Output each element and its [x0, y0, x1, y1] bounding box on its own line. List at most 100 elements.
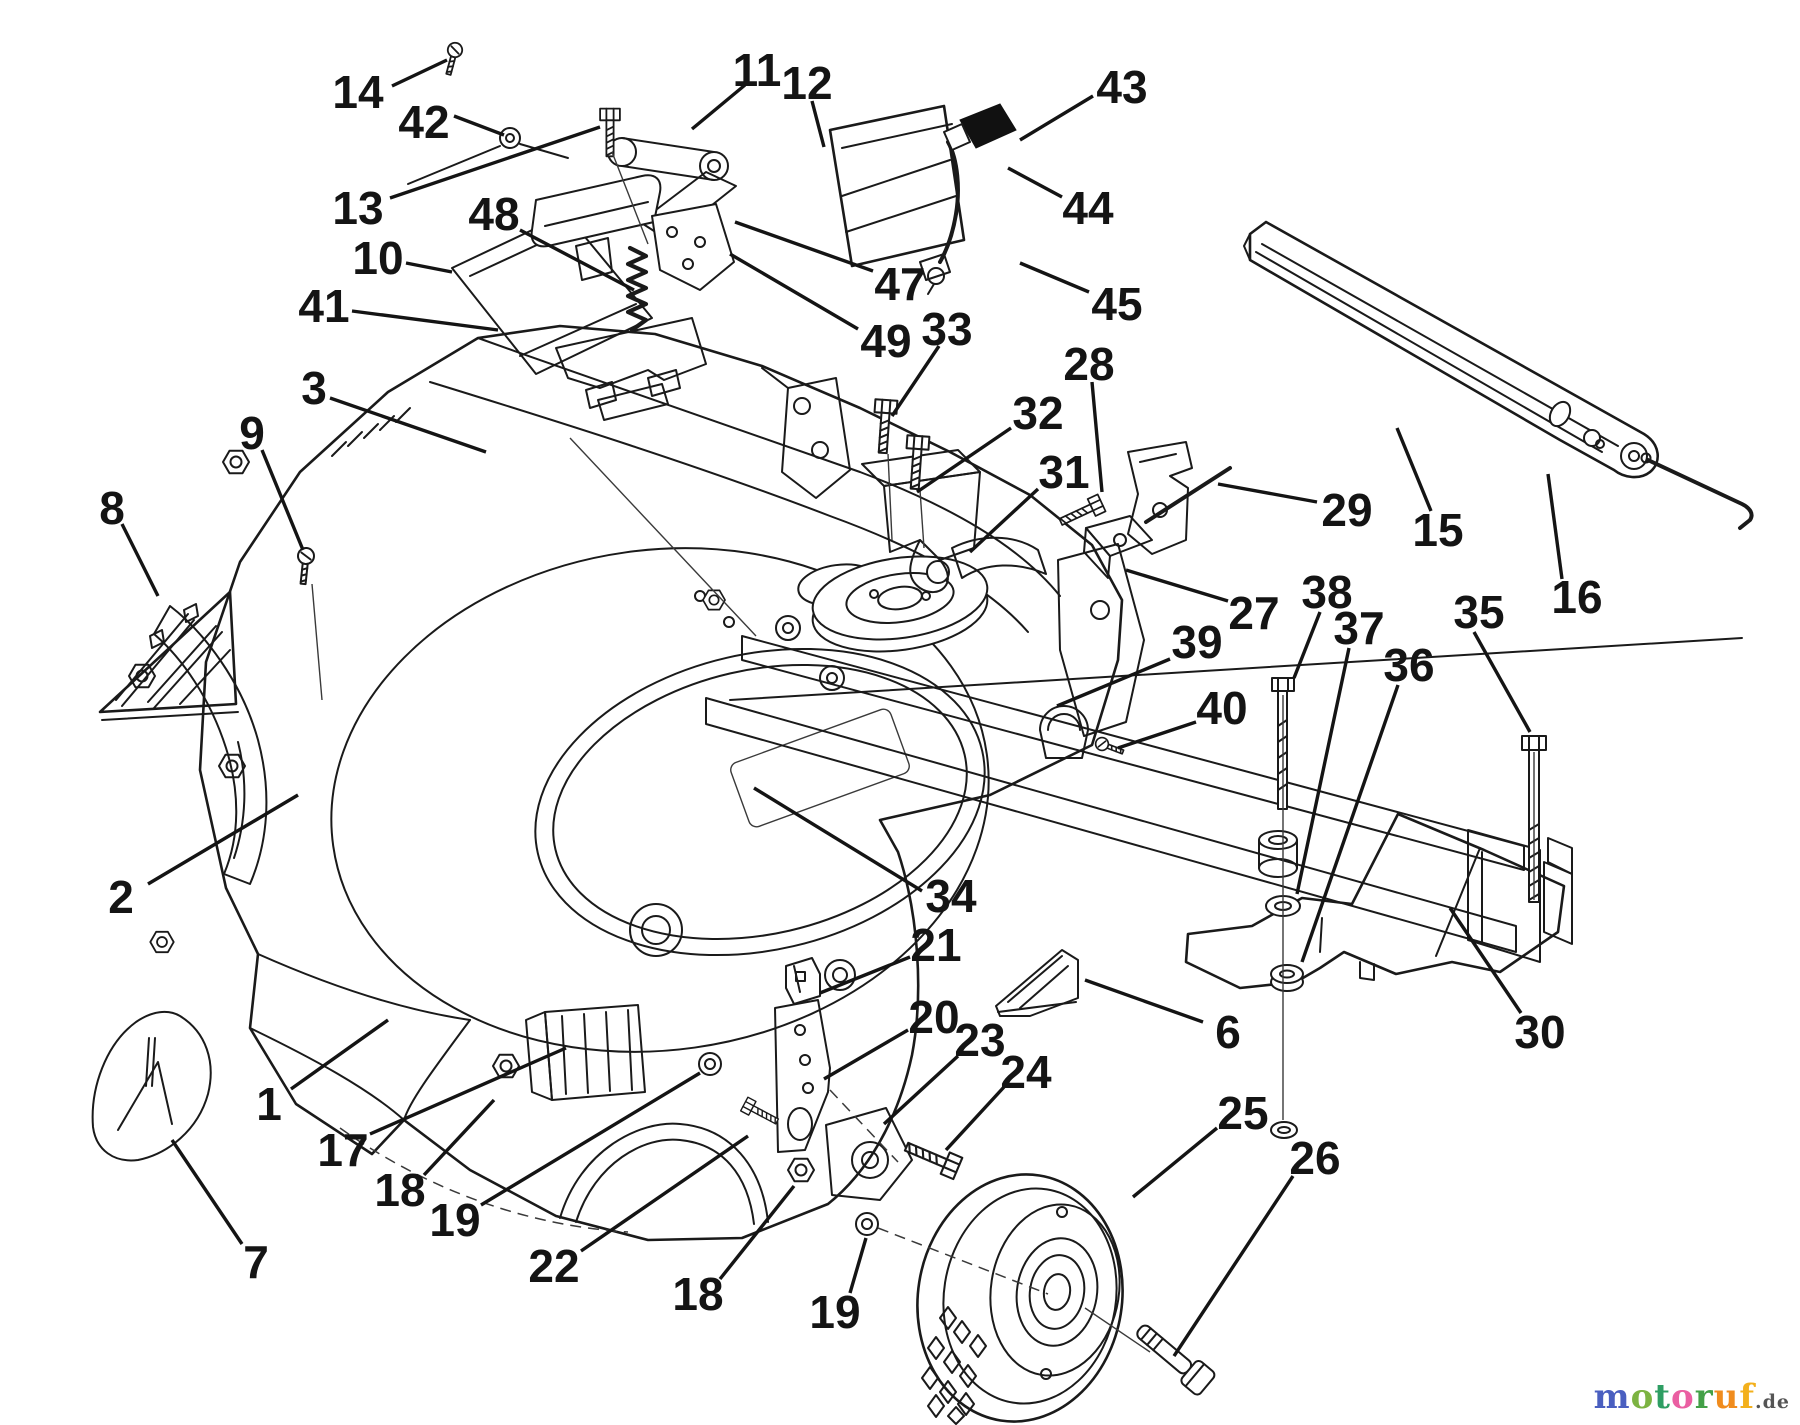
tire-tread [921, 1306, 987, 1425]
idler-seat [951, 536, 1047, 579]
leader-34 [753, 786, 923, 893]
callout-35: 35 [1453, 586, 1504, 638]
leader-3 [329, 396, 487, 454]
adjuster-cam [825, 1107, 913, 1201]
watermark-letter: o [1671, 1377, 1695, 1417]
leader-39 [1056, 657, 1171, 708]
callout-45: 45 [1091, 278, 1142, 330]
callout-48: 48 [468, 188, 519, 240]
leader-24 [944, 1085, 1006, 1152]
leader-17 [369, 1046, 567, 1136]
engine-brake-bracket [861, 398, 981, 594]
watermark: motoruf.de [1594, 1377, 1790, 1417]
discharge-deflector-assembly [828, 103, 1017, 295]
leader-lines [120, 58, 1564, 1357]
callout-34: 34 [925, 870, 977, 922]
lock-ring [1270, 1121, 1298, 1139]
leader-25 [1131, 1126, 1219, 1199]
mulch-plug-shield [91, 1010, 212, 1162]
watermark-letter: t [1654, 1377, 1672, 1417]
callout-38: 38 [1301, 566, 1352, 618]
callout-47: 47 [874, 258, 925, 310]
leader-48 [519, 228, 635, 292]
leader-45 [1019, 261, 1090, 294]
callout-2: 2 [108, 871, 134, 923]
callout-8: 8 [99, 482, 125, 534]
spring-clip [785, 957, 821, 1005]
top-screw [440, 40, 465, 78]
control-rod [1640, 452, 1754, 530]
leader-43 [1019, 94, 1094, 142]
callout-33: 33 [921, 303, 972, 355]
bracket-bolt [870, 398, 899, 455]
callout-1: 1 [256, 1078, 282, 1130]
callout-43: 43 [1096, 61, 1147, 113]
watermark-letter: m [1593, 1377, 1631, 1417]
leader-47 [734, 220, 874, 273]
callout-13: 13 [332, 182, 383, 234]
leader-42 [453, 114, 505, 137]
leader-37 [1295, 647, 1351, 895]
callout-19: 19 [429, 1194, 480, 1246]
callout-11: 11 [733, 44, 782, 96]
leader-7 [170, 1139, 244, 1245]
callout-3: 3 [301, 362, 327, 414]
edge-hatching [331, 407, 411, 457]
callout-41: 41 [298, 280, 349, 332]
watermark-letter: f [1739, 1377, 1755, 1417]
deck-decal [730, 708, 910, 828]
leader-32 [916, 426, 1012, 494]
bracket-bolt [902, 434, 931, 491]
leader-26 [1172, 1175, 1295, 1357]
carriage-bolt [739, 1096, 782, 1129]
tire [916, 1173, 1124, 1423]
leader-19 [848, 1237, 868, 1294]
handle-bracket-assembly [407, 40, 737, 421]
leader-11 [690, 83, 747, 131]
leader-22 [580, 1134, 749, 1253]
callout-15: 15 [1412, 504, 1463, 556]
leader-35 [1472, 631, 1532, 733]
callout-30: 30 [1514, 1006, 1565, 1058]
callout-10: 10 [352, 232, 403, 284]
leader-40 [1117, 720, 1197, 750]
leader-14 [391, 58, 448, 88]
deck-tower [781, 377, 851, 499]
discharge-wedge [995, 949, 1079, 1017]
callout-7: 7 [243, 1236, 269, 1288]
axle-bolt [1136, 1324, 1216, 1396]
leader-38 [1292, 611, 1322, 679]
adjuster-bracket [774, 999, 831, 1153]
leader-28 [1090, 381, 1104, 493]
callout-26: 26 [1289, 1132, 1340, 1184]
leader-13 [389, 125, 601, 200]
leader-16 [1546, 473, 1564, 580]
callout-24: 24 [1000, 1046, 1052, 1098]
callout-25: 25 [1217, 1087, 1268, 1139]
callout-23: 23 [954, 1014, 1005, 1066]
belt-cover [451, 213, 653, 375]
side-baffle [153, 605, 268, 885]
cable-clamp [1039, 705, 1089, 759]
callout-29: 29 [1321, 484, 1372, 536]
leader-41 [351, 309, 499, 332]
cotter-pin [1144, 466, 1232, 524]
deflector-pivot [927, 267, 945, 285]
washer [855, 1212, 879, 1236]
spacer-bushing [1258, 830, 1298, 878]
leader-36 [1300, 684, 1400, 963]
callout-39: 39 [1171, 616, 1222, 668]
leader-2 [147, 793, 299, 886]
callout-42: 42 [398, 96, 449, 148]
tension-spring [625, 245, 649, 333]
flange-nut [787, 1157, 815, 1183]
leader-1 [290, 1018, 389, 1091]
callout-6: 6 [1215, 1006, 1241, 1058]
callout-22: 22 [528, 1240, 579, 1292]
callout-16: 16 [1551, 571, 1602, 623]
leader-31 [968, 487, 1040, 554]
callout-9: 9 [239, 407, 265, 459]
